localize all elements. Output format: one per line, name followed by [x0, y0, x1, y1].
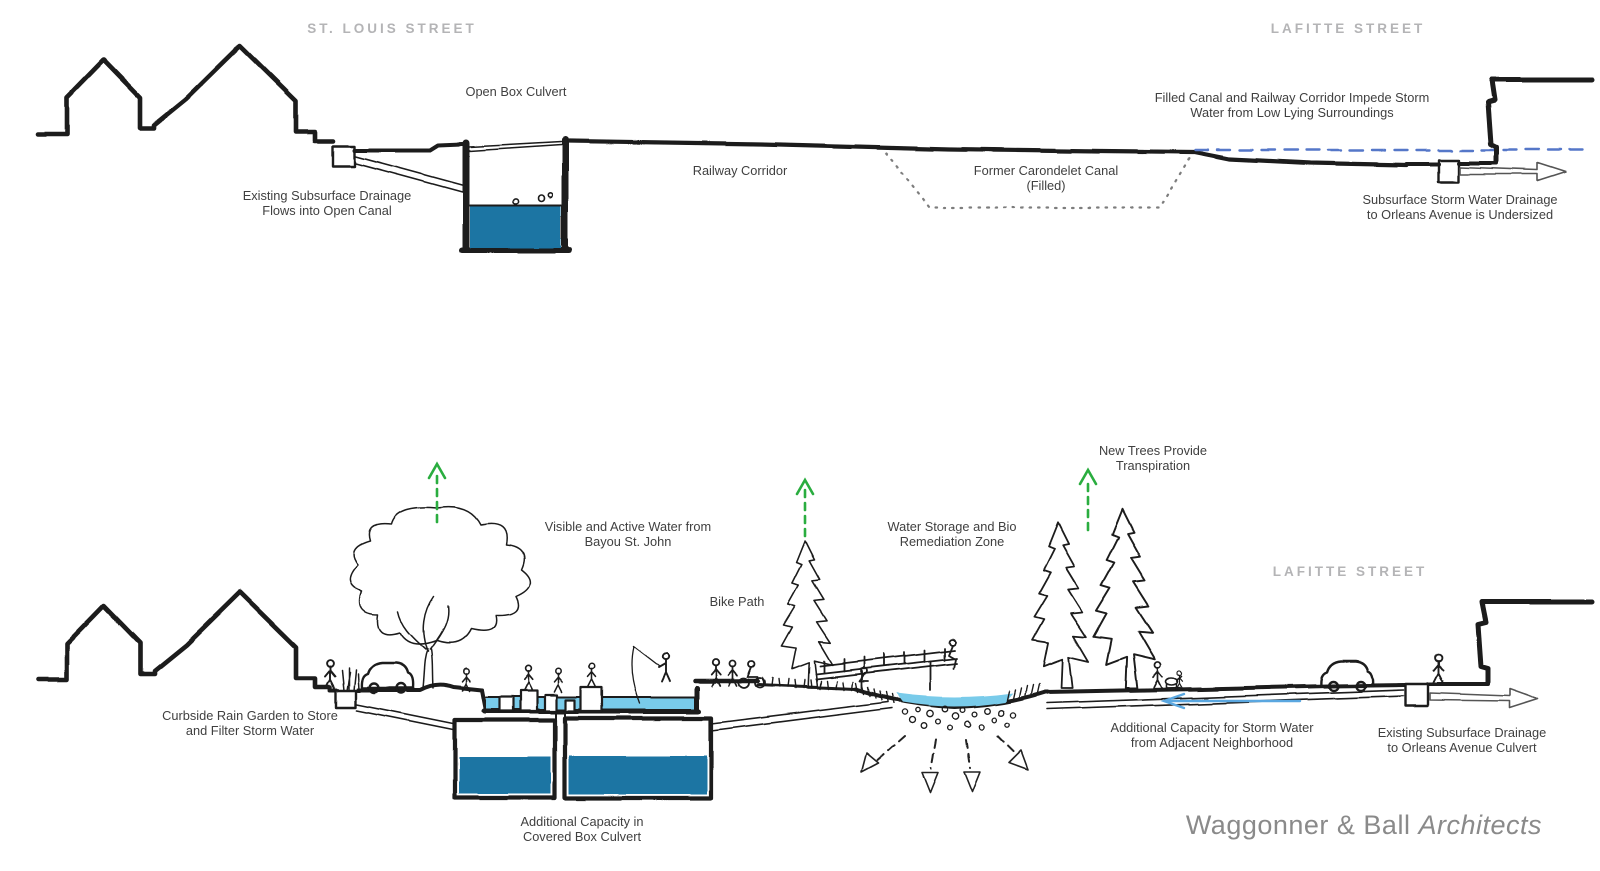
canal-planter: [498, 695, 515, 713]
canal-planter: [579, 685, 604, 713]
deciduous-tree: [349, 506, 531, 689]
label-former-canal: Former Carondelet Canal: [974, 163, 1118, 178]
street-label-lafitte-bottom: LAFITTE STREET: [1273, 564, 1428, 579]
label-existing-drainage-bottom: Existing Subsurface Drainage: [1378, 725, 1547, 740]
car-right: [1320, 659, 1375, 692]
infiltration-arrows-icon: [861, 735, 1029, 793]
culvert-water-right: [569, 756, 707, 794]
houses-silhouette: [35, 43, 336, 144]
existing-ground-line: [566, 138, 1409, 168]
transpiration-arrow-icon: [1078, 467, 1098, 486]
label-water-storage: Water Storage and Bio: [888, 519, 1017, 534]
fisherman: [631, 645, 671, 704]
storm-flow-arrow-icon: [1160, 692, 1302, 710]
svg-text:to Orleans Avenue Culvert: to Orleans Avenue Culvert: [1387, 740, 1537, 755]
proposed-design-linework: [35, 506, 1595, 801]
building-right-bottom: [1475, 599, 1595, 685]
undersized-drain-arrow-icon: [1458, 162, 1567, 182]
label-additional-capacity-storm: Additional Capacity for Storm Water: [1111, 720, 1315, 735]
svg-text:Bayou St. John: Bayou St. John: [585, 534, 672, 549]
label-covered-box-culvert: Additional Capacity in: [520, 814, 643, 829]
houses-silhouette-bottom: [35, 589, 333, 690]
svg-text:(Filled): (Filled): [1026, 178, 1065, 193]
label-railway-corridor: Railway Corridor: [693, 163, 788, 178]
transpiration-arrow-icon: [795, 477, 815, 496]
svg-text:to Orleans Avenue is Undersize: to Orleans Avenue is Undersized: [1367, 207, 1553, 222]
svg-text:Remediation Zone: Remediation Zone: [900, 534, 1005, 549]
firm-name: Waggonner & Ball: [1185, 810, 1411, 840]
swale-profile: [854, 687, 1048, 709]
label-filled-canal: Filled Canal and Railway Corridor Impede…: [1155, 90, 1430, 105]
cyclist: [738, 660, 766, 689]
catch-basin-bottom-right: [1404, 682, 1430, 708]
label-new-trees: New Trees Provide: [1099, 443, 1207, 458]
label-rain-garden: Curbside Rain Garden to Store: [162, 708, 338, 723]
rain-garden-pipe: [356, 703, 457, 731]
storm-pipe-right: [710, 689, 1405, 732]
svg-text:Covered Box Culvert: Covered Box Culvert: [523, 829, 642, 844]
people: [324, 638, 1444, 704]
firm-name-italic: Architects: [1418, 810, 1542, 840]
orleans-culvert-arrow-icon: [1429, 688, 1539, 709]
car-left: [360, 661, 415, 694]
open-box-culvert-walls: [462, 136, 569, 253]
dog: [1165, 676, 1183, 691]
transpiration-arrows: [427, 461, 1098, 538]
infiltration-gravel: [901, 705, 1018, 732]
former-canal-dotted-outline: [884, 151, 1195, 210]
label-existing-drainage-top: Existing Subsurface Drainage: [243, 188, 412, 203]
catch-basin-right: [1436, 158, 1460, 184]
canal-planter: [564, 698, 577, 713]
svg-text:Water from Low Lying Surroundi: Water from Low Lying Surroundings: [1190, 105, 1393, 120]
label-subsurface-undersized: Subsurface Storm Water Drainage: [1362, 192, 1557, 207]
seated-person: [859, 667, 869, 682]
drain-pipe: [355, 155, 467, 194]
swale-water: [896, 693, 1014, 707]
svg-text:and Filter Storm Water: and Filter Storm Water: [186, 723, 315, 738]
svg-text:Transpiration: Transpiration: [1116, 458, 1190, 473]
transpiration-arrow-icon: [427, 461, 447, 480]
pier-sitter: [947, 638, 956, 669]
label-bike-path: Bike Path: [710, 594, 765, 609]
rain-garden-basin: [334, 688, 358, 709]
building-right-top: [1485, 77, 1595, 164]
label-visible-water: Visible and Active Water from: [545, 519, 711, 534]
street-label-lafitte-top: LAFITTE STREET: [1271, 21, 1426, 36]
existing-conditions-linework: [35, 43, 1595, 253]
open-canal-water: [470, 205, 561, 248]
street-label-st-louis: ST. LOUIS STREET: [307, 21, 477, 36]
svg-text:from Adjacent Neighborhood: from Adjacent Neighborhood: [1131, 735, 1293, 750]
canal-planter: [543, 693, 559, 713]
label-open-box-culvert: Open Box Culvert: [465, 84, 566, 99]
culvert-water-left: [459, 757, 551, 794]
rain-garden-reeds: [341, 667, 360, 691]
svg-text:Flows into Open Canal: Flows into Open Canal: [262, 203, 391, 218]
canal-planter: [518, 689, 539, 713]
catch-basin: [331, 144, 357, 168]
path-grass-ticks: [762, 677, 854, 691]
